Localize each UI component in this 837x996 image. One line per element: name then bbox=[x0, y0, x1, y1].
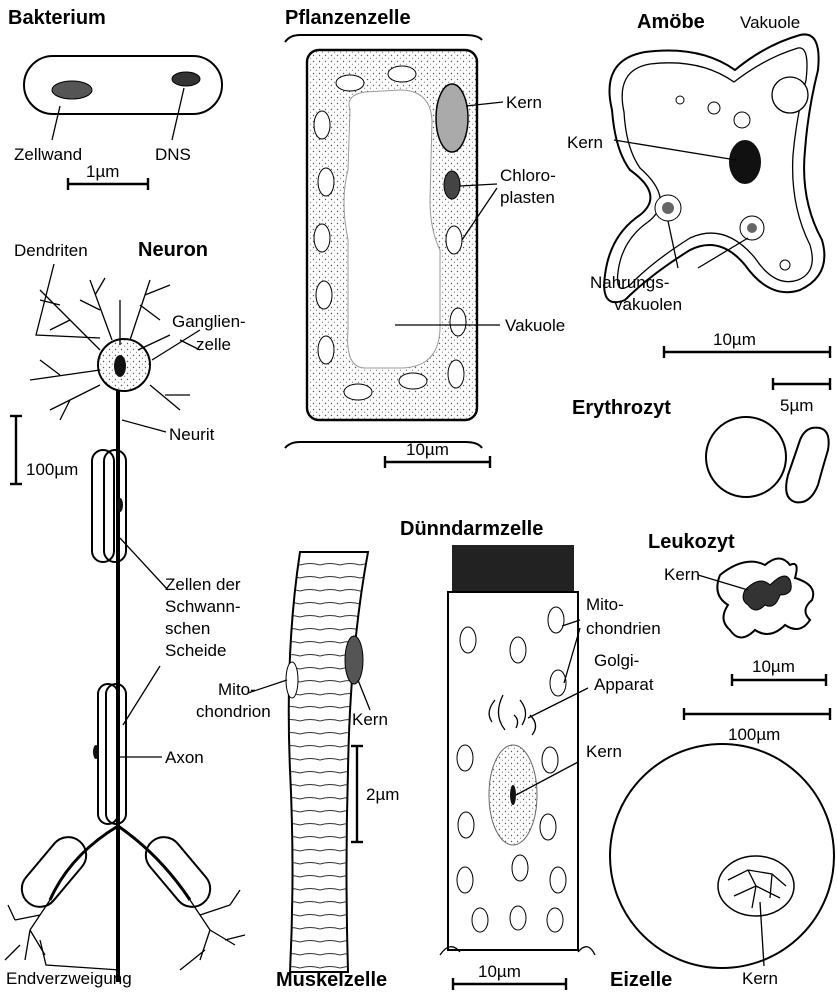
intestinal-golgi-label-2: Apparat bbox=[594, 675, 654, 694]
amoeba-food-vacuole-label-2: vakuolen bbox=[614, 295, 682, 314]
plant-chloroplast-label-1: Chloro- bbox=[500, 166, 556, 185]
amoeba-food-vacuole-label-1: Nahrungs- bbox=[590, 273, 669, 292]
intestinal-cell-title: Dünndarmzelle bbox=[400, 518, 543, 540]
erythrocyte-scale-label: 5µm bbox=[780, 396, 813, 415]
leukocyte-nucleus-label: Kern bbox=[664, 565, 700, 584]
ganglion-cell-nucleus bbox=[114, 355, 126, 377]
egg-cell-membrane bbox=[610, 744, 834, 968]
muscle-nucleus-label: Kern bbox=[352, 710, 388, 729]
bacterium-wall-label: Zellwand bbox=[14, 145, 82, 164]
intestinal-nucleus-label: Kern bbox=[586, 742, 622, 761]
plant-scale-label: 10µm bbox=[406, 440, 449, 459]
erythrocyte-side bbox=[786, 428, 829, 503]
intestinal-mito-label-2: chondrien bbox=[586, 619, 661, 638]
erythrocyte-face bbox=[706, 417, 786, 497]
axon-branches bbox=[5, 826, 245, 960]
leukocyte-nucleus bbox=[743, 576, 791, 610]
neuron-title: Neuron bbox=[138, 239, 208, 261]
neuron-schwann-label-3: schen bbox=[165, 619, 210, 638]
amoeba-scale-label: 10µm bbox=[713, 330, 756, 349]
neuron-ganglion-label-1: Ganglien- bbox=[172, 312, 246, 331]
neuron-schwann-label-4: Scheide bbox=[165, 641, 226, 660]
bacterium-panel: Bakterium Zellwand DNS 1µm bbox=[8, 7, 222, 190]
intestinal-mito-label-1: Mito- bbox=[586, 595, 624, 614]
intestinal-scale-label: 10µm bbox=[478, 962, 521, 981]
bacterium-dna-label: DNS bbox=[155, 145, 191, 164]
neuron-scale-bar bbox=[10, 416, 22, 484]
plant-cell-vacuole bbox=[344, 90, 440, 368]
plant-nucleus bbox=[436, 84, 468, 152]
neuron-neurite-label: Neurit bbox=[169, 425, 215, 444]
neuron-dendrites-label: Dendriten bbox=[14, 241, 88, 260]
plant-chloroplast-label-2: plasten bbox=[500, 188, 555, 207]
egg-cell-panel: 100µm Kern Eizelle bbox=[610, 708, 834, 991]
leukocyte-panel: Leukozyt Kern 10µm bbox=[648, 531, 826, 686]
egg-cell-scale-label: 100µm bbox=[728, 725, 780, 744]
intestinal-brush-border bbox=[452, 545, 574, 593]
muscle-mito-label-2: chondrion bbox=[196, 702, 271, 721]
muscle-cell-title: Muskelzelle bbox=[276, 969, 387, 991]
bacterium-title: Bakterium bbox=[8, 7, 106, 29]
neuron-schwann-label-1: Zellen der bbox=[165, 575, 241, 594]
neuron-panel: Dendriten Neuron Ganglien- zelle Neurit … bbox=[5, 239, 246, 988]
plant-vacuole-label: Vakuole bbox=[505, 316, 565, 335]
neuron-scale-label: 100µm bbox=[26, 460, 78, 479]
neuron-schwann-label-2: Schwann- bbox=[165, 597, 241, 616]
erythrocyte-title: Erythrozyt bbox=[572, 397, 671, 419]
bacterium-scale-label: 1µm bbox=[86, 162, 119, 181]
egg-cell-scale-bar bbox=[684, 708, 830, 720]
golgi-apparatus bbox=[489, 695, 535, 735]
muscle-cell-panel: Mito- chondrion Kern 2µm Muskelzelle bbox=[196, 552, 399, 991]
plant-cell-title: Pflanzenzelle bbox=[285, 7, 411, 29]
plant-nucleus-label: Kern bbox=[506, 93, 542, 112]
erythrocyte-panel: 5µm Erythrozyt bbox=[572, 378, 830, 502]
neuron-branching-label: Endverzweigung bbox=[6, 969, 132, 988]
leukocyte-scale-label: 10µm bbox=[752, 657, 795, 676]
neuron-ganglion-label-2: zelle bbox=[196, 335, 231, 354]
muscle-scale-label: 2µm bbox=[366, 785, 399, 804]
amoeba-food-vacuoles bbox=[655, 96, 790, 270]
amoeba-nucleus-label: Kern bbox=[567, 133, 603, 152]
plant-cell-panel: Pflanzenzelle Kern Chloro- plasten Vak bbox=[285, 7, 565, 468]
amoeba-title: Amöbe bbox=[637, 11, 705, 33]
intestinal-golgi-label-1: Golgi- bbox=[594, 651, 639, 670]
bacterium-dna bbox=[52, 72, 200, 99]
muscle-mito-label-1: Mito- bbox=[218, 680, 256, 699]
amoeba-body bbox=[604, 34, 824, 302]
amoeba-nucleus bbox=[729, 140, 761, 184]
muscle-scale-bar bbox=[351, 746, 363, 842]
egg-cell-title: Eizelle bbox=[610, 969, 672, 991]
intestinal-cell-panel: Dünndarmzelle Mito- chondrien bbox=[400, 518, 661, 990]
egg-cell-nucleus-label: Kern bbox=[742, 969, 778, 988]
schwann-cells bbox=[92, 450, 126, 824]
erythrocyte-scale-bar bbox=[773, 378, 830, 390]
amoeba-panel: Amöbe Vakuole Kern Nahrungs- vakuolen 10… bbox=[567, 11, 830, 358]
muscle-mitochondrion bbox=[286, 662, 298, 698]
amoeba-contractile-vacuole bbox=[772, 77, 808, 113]
amoeba-vacuole-label: Vakuole bbox=[740, 13, 800, 32]
leukocyte-title: Leukozyt bbox=[648, 531, 735, 553]
neuron-axon-label: Axon bbox=[165, 748, 204, 767]
muscle-nucleus bbox=[345, 636, 363, 684]
